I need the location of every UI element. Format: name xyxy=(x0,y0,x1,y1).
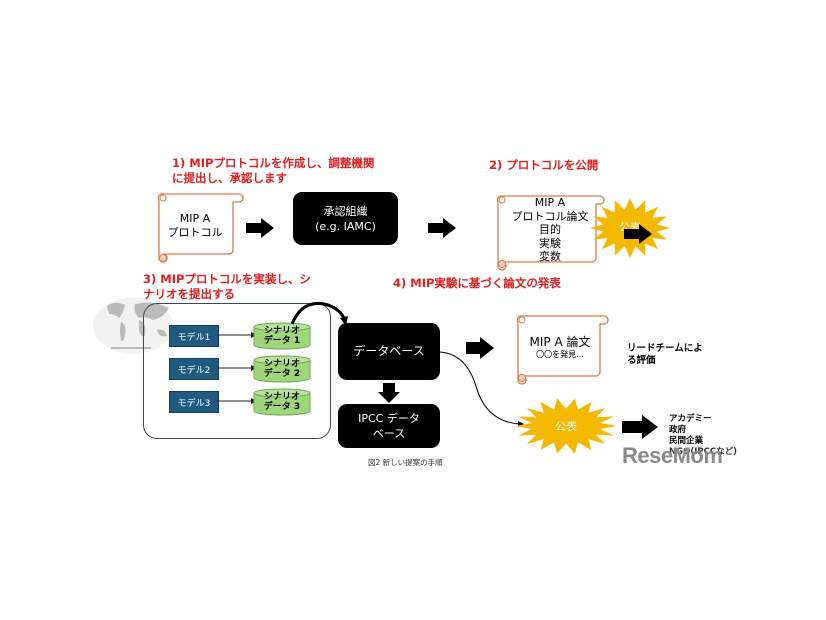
scenario-data-1-cylinder: シナリオ データ 1 xyxy=(253,322,311,350)
arrow-right-icon xyxy=(624,224,652,244)
lead-team-line2: る評価 xyxy=(627,355,656,366)
scenario-label-line1: シナリオ xyxy=(263,392,300,402)
paper-scroll-shape xyxy=(516,315,609,385)
scenario-label-line2: データ 3 xyxy=(263,402,301,412)
protocol-scroll: MIP A プロトコル xyxy=(160,200,230,252)
arrow-right-icon xyxy=(466,337,494,359)
approval-box-line2: (e.g. IAMC) xyxy=(315,219,376,233)
protocol-paper-scroll: MIP A プロトコル論文 目的 実験 変数 xyxy=(498,193,602,267)
scenario-label-line1: シナリオ xyxy=(263,326,300,336)
protocol-scroll-line1: MIP A xyxy=(179,212,211,225)
protocol-paper-line: プロトコル論文 xyxy=(511,209,589,223)
step2-heading: 2) プロトコルを公開 xyxy=(489,158,599,172)
model-1-box: モデル1 xyxy=(169,325,219,347)
scenario-label-line2: データ 1 xyxy=(263,336,301,346)
protocol-paper-line: 目的 xyxy=(539,223,561,237)
cylinder-shape xyxy=(253,388,311,416)
arrow-down-icon xyxy=(378,383,400,403)
step1-heading-line2: に提出し、承認します xyxy=(172,171,287,185)
audience-item: 民間企業 xyxy=(669,436,704,446)
model-3-box: モデル3 xyxy=(169,391,219,413)
paper-scroll: MIP A 論文 〇〇を発見... xyxy=(520,325,600,369)
arrow-right-icon xyxy=(622,415,658,439)
step1-heading: 1) MIPプロトコルを作成し、調整機関 に提出し、承認します xyxy=(172,156,374,186)
audience-list: アカデミー 政府 民間企業 NGO(IPCCなど) xyxy=(669,414,737,458)
model-group-container xyxy=(143,303,331,439)
cylinder-shape xyxy=(253,355,311,383)
scenario-label-line2: データ 2 xyxy=(263,369,301,379)
protocol-scroll-line2: プロトコル xyxy=(167,226,223,239)
scenario-label-line1: シナリオ xyxy=(263,359,300,369)
publish-burst-icon xyxy=(590,198,670,258)
lead-team-evaluation: リードチームによ る評価 xyxy=(627,343,703,367)
cylinder-shape xyxy=(253,322,311,350)
lead-team-line1: リードチームによ xyxy=(627,343,703,354)
protocol-paper-line: 実験 xyxy=(539,236,561,250)
ipcc-database-box: IPCC データ ベース xyxy=(338,404,440,448)
resemom-watermark: ReseMom xyxy=(622,443,723,468)
step1-heading-line1: 1) MIPプロトコルを作成し、調整機関 xyxy=(172,156,375,170)
database-box: データベース xyxy=(338,323,440,380)
approval-organization-box: 承認組織 (e.g. IAMC) xyxy=(293,192,398,245)
protocol-scroll-shape xyxy=(157,193,244,263)
step4-heading: 4) MIP実験に基づく論文の発表 xyxy=(393,276,561,290)
audience-item: アカデミー xyxy=(669,414,712,424)
protocol-paper-line: MIP A xyxy=(534,196,566,210)
connector-line xyxy=(439,351,524,427)
audience-item: NGO(IPCCなど) xyxy=(669,447,737,457)
ipcc-box-line1: IPCC データ xyxy=(358,412,420,425)
step3-heading: 3) MIPプロトコルを実装し、シ ナリオを提出する xyxy=(143,272,311,302)
model-arrows xyxy=(217,332,257,404)
protocol-paper-line: 変数 xyxy=(539,250,561,264)
step3-heading-line2: ナリオを提出する xyxy=(143,287,235,301)
paper-subtitle: 〇〇を発見... xyxy=(536,350,584,359)
publish-burst-label: 公表 xyxy=(555,420,577,433)
paper-title: MIP A 論文 xyxy=(529,335,591,349)
step3-heading-line1: 3) MIPプロトコルを実装し、シ xyxy=(143,272,311,286)
ipcc-box-line2: ベース xyxy=(372,427,406,440)
publish-burst-icon xyxy=(515,398,617,454)
audience-item: 政府 xyxy=(669,425,687,435)
approval-box-line1: 承認組織 xyxy=(323,204,368,218)
figure-caption: 図2 新しい提案の手順 xyxy=(368,458,443,467)
model-2-box: モデル2 xyxy=(169,358,219,380)
arrow-right-icon xyxy=(428,218,456,238)
scenario-data-3-cylinder: シナリオ データ 3 xyxy=(253,388,311,416)
arrow-right-icon xyxy=(246,218,274,238)
scenario-data-2-cylinder: シナリオ データ 2 xyxy=(253,355,311,383)
protocol-paper-scroll-shape xyxy=(496,195,605,271)
